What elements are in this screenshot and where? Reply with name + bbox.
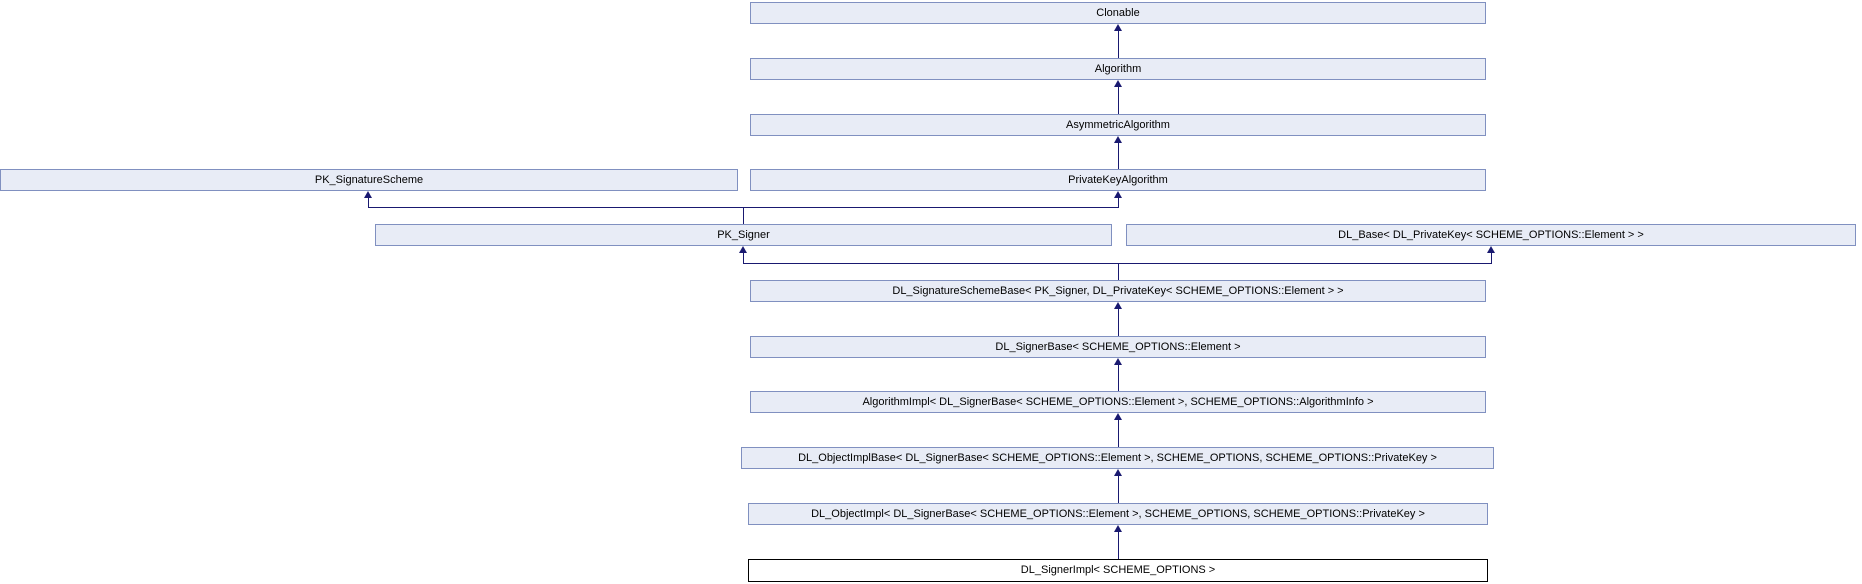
inheritance-arrow-line [1118,476,1119,503]
inheritance-arrow-line [1118,365,1119,391]
class-node-algorithm[interactable]: Algorithm [750,58,1486,80]
inheritance-arrow-line [1118,143,1119,169]
class-node-pk-signature-scheme[interactable]: PK_SignatureScheme [0,169,738,191]
inheritance-arrowhead [1114,136,1122,143]
inheritance-arrowhead [1114,302,1122,309]
inheritance-arrowhead [739,246,747,253]
inheritance-arrow-line [743,263,1492,264]
inheritance-arrow-line [368,207,1119,208]
class-node-dl-signer-base[interactable]: DL_SignerBase< SCHEME_OPTIONS::Element > [750,336,1486,358]
inheritance-arrowhead [1114,24,1122,31]
inheritance-arrow-line [1118,420,1119,447]
inheritance-arrowhead [1114,358,1122,365]
class-node-asymmetric-algorithm[interactable]: AsymmetricAlgorithm [750,114,1486,136]
inheritance-arrow-line [743,208,744,224]
inheritance-arrowhead [364,191,372,198]
inheritance-arrow-line [1118,87,1119,114]
inheritance-arrowhead [1487,246,1495,253]
class-node-dl-signer-impl-current: DL_SignerImpl< SCHEME_OPTIONS > [748,559,1488,582]
class-node-private-key-algorithm[interactable]: PrivateKeyAlgorithm [750,169,1486,191]
inheritance-arrow-line [1491,253,1492,263]
inheritance-arrow-line [1118,31,1119,58]
inheritance-arrowhead [1114,525,1122,532]
inheritance-arrowhead [1114,413,1122,420]
inheritance-arrowhead [1114,191,1122,198]
class-node-dl-object-impl[interactable]: DL_ObjectImpl< DL_SignerBase< SCHEME_OPT… [748,503,1488,525]
inheritance-arrow-line [368,198,369,207]
inheritance-arrow-line [1118,309,1119,336]
inheritance-arrow-line [1118,532,1119,559]
class-node-dl-object-impl-base[interactable]: DL_ObjectImplBase< DL_SignerBase< SCHEME… [741,447,1494,469]
inheritance-arrowhead [1114,80,1122,87]
class-node-clonable[interactable]: Clonable [750,2,1486,24]
class-node-algorithm-impl[interactable]: AlgorithmImpl< DL_SignerBase< SCHEME_OPT… [750,391,1486,413]
inheritance-arrow-line [743,253,744,263]
class-node-dl-base[interactable]: DL_Base< DL_PrivateKey< SCHEME_OPTIONS::… [1126,224,1856,246]
inheritance-arrowhead [1114,469,1122,476]
inheritance-arrow-line [1118,264,1119,280]
inheritance-arrow-line [1118,198,1119,207]
class-node-pk-signer[interactable]: PK_Signer [375,224,1112,246]
class-node-dl-signature-scheme-base[interactable]: DL_SignatureSchemeBase< PK_Signer, DL_Pr… [750,280,1486,302]
